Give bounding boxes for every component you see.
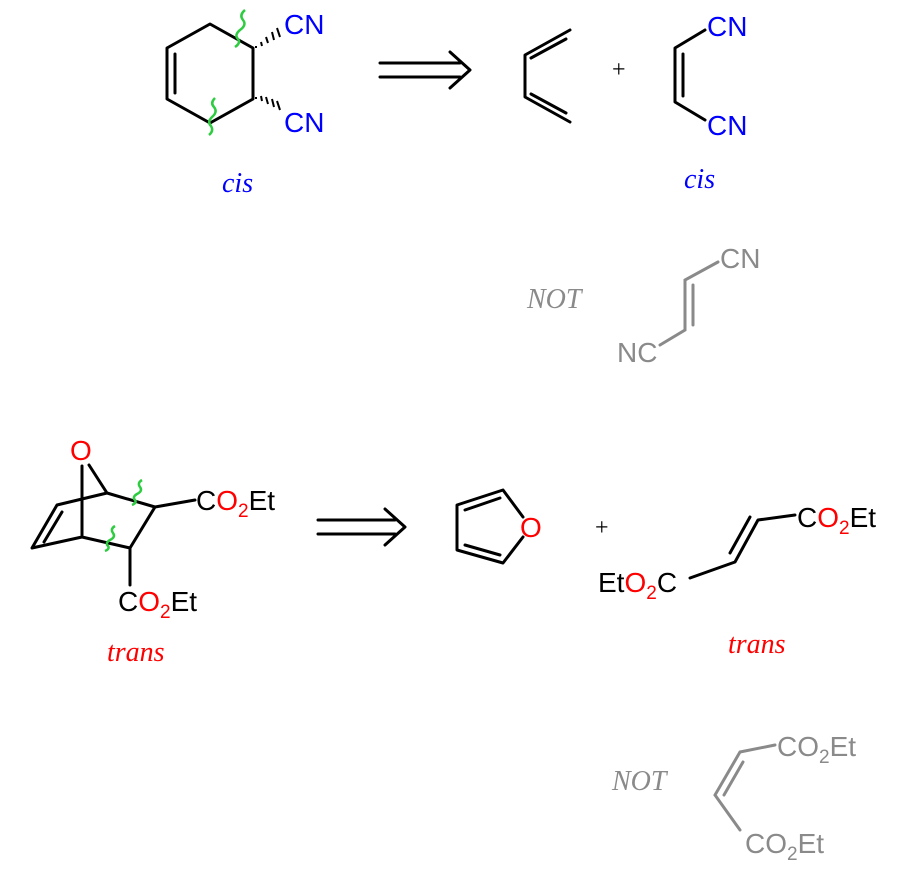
svg-text:CO2Et: CO2Et [777,731,856,768]
svg-text:CO2Et: CO2Et [745,828,824,865]
cis-dinitrile-dienophile: CN CN cis [673,11,747,195]
butadiene [523,28,572,124]
stereo-label: trans [728,629,786,660]
svg-text:CN: CN [707,11,747,42]
cis-cyclohexene-dinitrile: CN CN cis [165,9,324,199]
furan: O [455,488,542,565]
svg-text:CN: CN [707,110,747,141]
not-label: NOT [611,766,669,797]
diethyl-fumarate: EtO2C CO2Et trans [598,502,876,660]
svg-text:CO2Et: CO2Et [797,502,876,539]
svg-text:CO2Et: CO2Et [196,485,275,522]
disconnection-wave-icon [104,524,116,553]
retro-arrow [378,50,472,90]
stereo-label: cis [684,164,715,195]
svg-text:EtO2C: EtO2C [598,567,677,604]
svg-text:O: O [70,435,92,466]
cn-label: CN [284,107,324,138]
svg-text:O: O [520,512,542,543]
plus-sign: + [595,515,609,541]
svg-text:CO2Et: CO2Et [118,586,197,623]
svg-text:CN: CN [720,243,760,274]
disconnection-wave-icon [208,97,217,136]
cn-label: CN [284,9,324,40]
diethyl-maleate: CO2Et CO2Et [713,731,856,865]
retro-arrow [316,507,407,547]
stereo-label: cis [222,168,253,199]
svg-text:NC: NC [617,337,657,368]
plus-sign: + [612,57,626,83]
disconnection-wave-icon [234,9,246,49]
not-label: NOT [526,284,584,315]
disconnection-wave-icon [131,478,143,507]
oxanorbornene-diester: O CO2Et CO2Et trans [30,435,275,668]
stereo-label: trans [107,637,165,668]
trans-dinitrile: CN NC [617,243,760,368]
